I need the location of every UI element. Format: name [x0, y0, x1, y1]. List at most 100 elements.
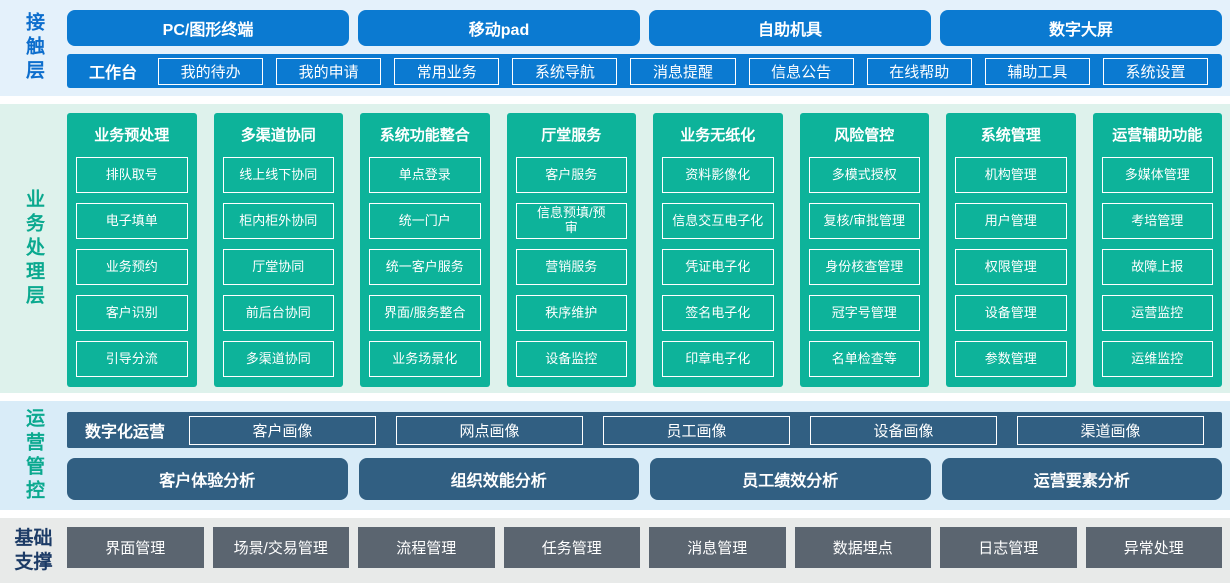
column-title: 风险管控	[834, 127, 895, 144]
operations-control-layer: 运营管控 数字化运营 客户画像 网点画像 员工画像 设备画像 渠道画像 客户体验…	[0, 401, 1230, 510]
business-layer-label-col: 业务处理层	[0, 104, 67, 393]
foundation-support-layer: 基础支撑 界面管理 场景/交易管理 流程管理 任务管理 消息管理 数据埋点 日志…	[0, 518, 1230, 583]
business-column-multichannel: 多渠道协同 线上线下协同 柜内柜外协同 厅堂协同 前后台协同 多渠道协同	[213, 113, 343, 387]
section-divider	[0, 510, 1230, 518]
contact-layer-content: PC/图形终端 移动pad 自助机具 数字大屏 工作台 我的待办 我的申请 常用…	[67, 0, 1230, 96]
workbench-item-message-reminder: 消息提醒	[630, 57, 736, 85]
business-item: 考培管理	[1101, 203, 1213, 239]
business-item: 名单检查等	[808, 341, 920, 377]
business-item: 厅堂协同	[222, 249, 334, 285]
foundation-layer-label: 基础支撑	[14, 527, 53, 573]
channel-self-service: 自助机具	[649, 10, 931, 46]
business-column-ops-auxiliary: 运营辅助功能 多媒体管理 考培管理 故障上报 运营监控 运维监控	[1092, 113, 1222, 387]
business-item: 电子填单	[76, 203, 188, 239]
portrait-device: 设备画像	[810, 415, 998, 445]
column-title: 运营辅助功能	[1112, 127, 1203, 144]
business-item: 签名电子化	[662, 295, 774, 331]
foundation-interface-management: 界面管理	[67, 527, 204, 568]
business-item: 冠字号管理	[808, 295, 920, 331]
business-layer-label: 业务处理层	[23, 188, 44, 309]
business-item: 线上线下协同	[222, 157, 334, 193]
business-item: 运维监控	[1101, 341, 1213, 377]
business-item: 多渠道协同	[222, 341, 334, 377]
business-item: 资料影像化	[662, 157, 774, 193]
foundation-layer-label-col: 基础支撑	[0, 518, 67, 583]
foundation-items-row: 界面管理 场景/交易管理 流程管理 任务管理 消息管理 数据埋点 日志管理 异常…	[67, 527, 1222, 568]
business-item: 多媒体管理	[1101, 157, 1213, 193]
foundation-task-management: 任务管理	[503, 527, 640, 568]
business-item: 故障上报	[1101, 249, 1213, 285]
analysis-organization-efficiency: 组织效能分析	[358, 458, 639, 500]
business-column-hall-service: 厅堂服务 客户服务 信息预填/预审 营销服务 秩序维护 设备监控	[506, 113, 636, 387]
business-item: 统一门户	[369, 203, 481, 239]
channel-row: PC/图形终端 移动pad 自助机具 数字大屏	[67, 10, 1222, 46]
section-divider	[0, 96, 1230, 104]
business-item: 单点登录	[369, 157, 481, 193]
foundation-exception-handling: 异常处理	[1085, 527, 1222, 568]
portrait-branch: 网点画像	[396, 415, 584, 445]
business-item: 客户服务	[515, 157, 627, 193]
foundation-layer-content: 界面管理 场景/交易管理 流程管理 任务管理 消息管理 数据埋点 日志管理 异常…	[67, 518, 1230, 583]
column-title: 多渠道协同	[240, 127, 316, 144]
workbench-item-system-navigation: 系统导航	[512, 57, 618, 85]
contact-layer-label: 接触层	[23, 12, 44, 84]
operations-layer-content: 数字化运营 客户画像 网点画像 员工画像 设备画像 渠道画像 客户体验分析 组织…	[67, 401, 1230, 510]
business-column-risk-control: 风险管控 多模式授权 复核/审批管理 身份核查管理 冠字号管理 名单检查等	[799, 113, 929, 387]
column-title: 业务预处理	[94, 127, 170, 144]
channel-mobile-pad: 移动pad	[358, 10, 640, 46]
foundation-scene-transaction-management: 场景/交易管理	[212, 527, 349, 568]
business-item: 印章电子化	[662, 341, 774, 377]
business-item: 凭证电子化	[662, 249, 774, 285]
portrait-customer: 客户画像	[189, 415, 377, 445]
business-item: 用户管理	[955, 203, 1067, 239]
analysis-customer-experience: 客户体验分析	[67, 458, 348, 500]
operations-layer-label-col: 运营管控	[0, 401, 67, 510]
business-item: 复核/审批管理	[808, 203, 920, 239]
analysis-operation-elements: 运营要素分析	[941, 458, 1222, 500]
workbench-item-auxiliary-tools: 辅助工具	[984, 57, 1090, 85]
business-item: 权限管理	[955, 249, 1067, 285]
business-item: 设备监控	[515, 341, 627, 377]
business-item: 界面/服务整合	[369, 295, 481, 331]
business-column-paperless: 业务无纸化 资料影像化 信息交互电子化 凭证电子化 签名电子化 印章电子化	[653, 113, 783, 387]
business-item: 客户识别	[76, 295, 188, 331]
foundation-message-management: 消息管理	[649, 527, 786, 568]
business-item: 参数管理	[955, 341, 1067, 377]
column-title: 系统功能整合	[379, 127, 470, 144]
foundation-process-management: 流程管理	[358, 527, 495, 568]
business-item: 统一客户服务	[369, 249, 481, 285]
workbench-item-information-notice: 信息公告	[748, 57, 854, 85]
business-item: 前后台协同	[222, 295, 334, 331]
analysis-row: 客户体验分析 组织效能分析 员工绩效分析 运营要素分析	[67, 458, 1222, 500]
workbench-item-online-help: 在线帮助	[866, 57, 972, 85]
business-item: 身份核查管理	[808, 249, 920, 285]
channel-digital-screen: 数字大屏	[940, 10, 1222, 46]
foundation-data-tracking: 数据埋点	[794, 527, 931, 568]
workbench-item-common-business: 常用业务	[394, 57, 500, 85]
contact-layer-label-col: 接触层	[0, 0, 67, 96]
workbench-item-my-todo: 我的待办	[158, 57, 264, 85]
digital-operations-bar: 数字化运营 客户画像 网点画像 员工画像 设备画像 渠道画像	[67, 412, 1222, 448]
workbench-item-system-settings: 系统设置	[1102, 57, 1208, 85]
portrait-employee: 员工画像	[603, 415, 791, 445]
business-layer-content: 业务预处理 排队取号 电子填单 业务预约 客户识别 引导分流 多渠道协同 线上线…	[67, 104, 1230, 393]
business-item: 营销服务	[515, 249, 627, 285]
business-item: 运营监控	[1101, 295, 1213, 331]
business-column-system-management: 系统管理 机构管理 用户管理 权限管理 设备管理 参数管理	[946, 113, 1076, 387]
business-processing-layer: 业务处理层 业务预处理 排队取号 电子填单 业务预约 客户识别 引导分流 多渠道…	[0, 104, 1230, 393]
workbench-label: 工作台	[89, 65, 138, 82]
column-title: 业务无纸化	[680, 127, 756, 144]
business-item: 排队取号	[76, 157, 188, 193]
analysis-employee-performance: 员工绩效分析	[650, 458, 931, 500]
business-item: 多模式授权	[808, 157, 920, 193]
business-item: 引导分流	[76, 341, 188, 377]
business-columns: 业务预处理 排队取号 电子填单 业务预约 客户识别 引导分流 多渠道协同 线上线…	[67, 113, 1222, 387]
section-divider	[0, 393, 1230, 401]
channel-pc-terminal: PC/图形终端	[67, 10, 349, 46]
business-item: 秩序维护	[515, 295, 627, 331]
business-item: 业务场景化	[369, 341, 481, 377]
business-item: 信息预填/预审	[515, 203, 627, 239]
business-item: 信息交互电子化	[662, 203, 774, 239]
digital-operations-label: 数字化运营	[85, 424, 166, 441]
